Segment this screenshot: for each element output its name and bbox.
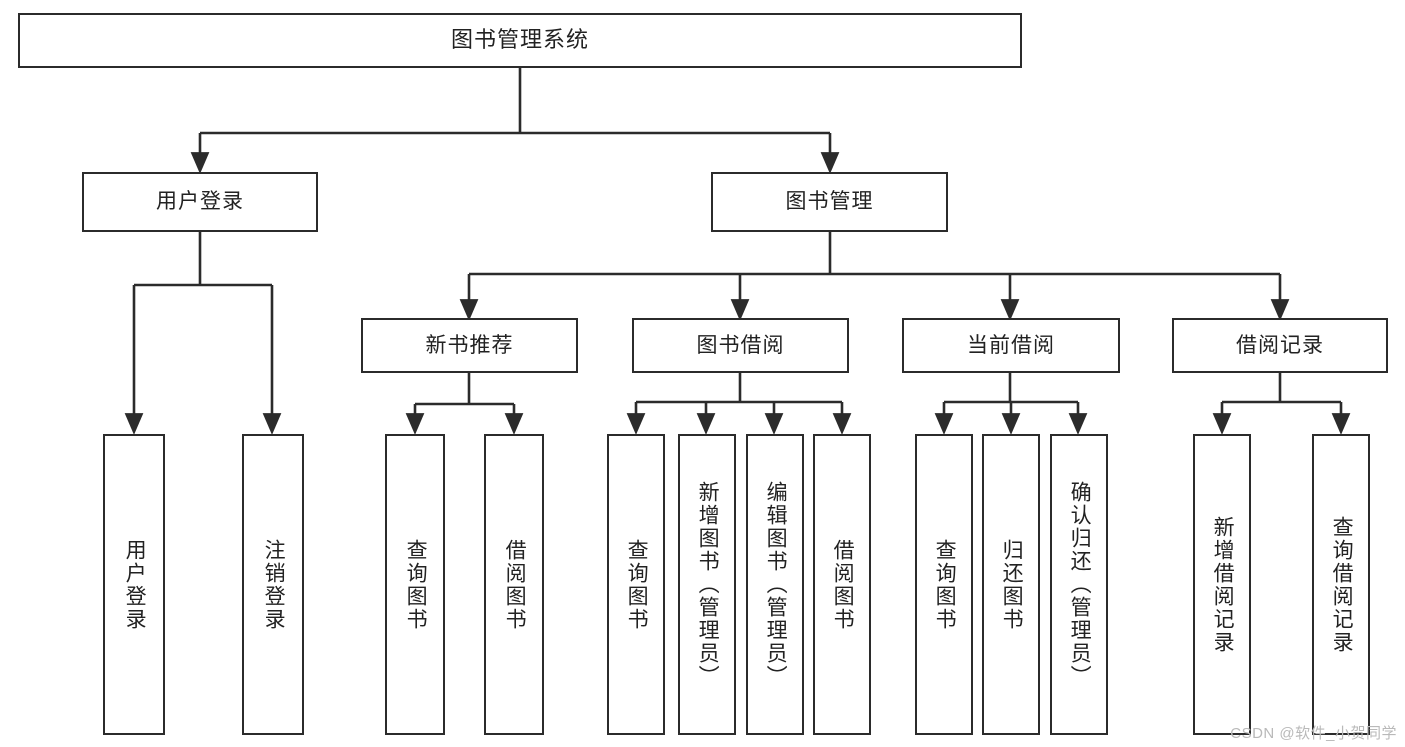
node-label: 新增借阅记录: [1211, 515, 1235, 654]
node-label: 借阅图书: [831, 538, 855, 631]
node-label: 借阅记录: [1236, 333, 1324, 357]
node-label: 查询图书: [404, 538, 428, 631]
node-new-book-recommend[interactable]: 新书推荐: [361, 318, 578, 373]
node-label: 确认归还（管理员）: [1068, 481, 1092, 688]
node-leaf-query-book-recommend[interactable]: 查询图书: [385, 434, 445, 735]
node-leaf-edit-book-admin[interactable]: 编辑图书（管理员）: [746, 434, 804, 735]
node-label: 用户登录: [123, 538, 147, 631]
node-label: 图书管理系统: [450, 27, 589, 53]
node-leaf-query-book-borrow[interactable]: 查询图书: [607, 434, 665, 735]
node-label: 新书推荐: [425, 333, 514, 357]
node-current-borrow[interactable]: 当前借阅: [902, 318, 1120, 373]
node-leaf-add-book-admin[interactable]: 新增图书（管理员）: [678, 434, 736, 735]
node-book-borrow[interactable]: 图书借阅: [632, 318, 849, 373]
node-label: 归还图书: [1000, 538, 1024, 631]
node-label: 注销登录: [262, 538, 286, 631]
node-leaf-user-logout[interactable]: 注销登录: [242, 434, 304, 735]
node-leaf-borrow-book[interactable]: 借阅图书: [813, 434, 871, 735]
node-label: 查询图书: [933, 538, 957, 631]
node-leaf-borrow-book-recommend[interactable]: 借阅图书: [484, 434, 544, 735]
node-label: 当前借阅: [967, 333, 1055, 357]
node-leaf-add-borrow-record[interactable]: 新增借阅记录: [1193, 434, 1251, 735]
node-label: 图书借阅: [696, 333, 785, 357]
node-user-login[interactable]: 用户登录: [82, 172, 318, 232]
node-leaf-return-book[interactable]: 归还图书: [982, 434, 1040, 735]
node-label: 用户登录: [156, 190, 244, 214]
node-book-management[interactable]: 图书管理: [711, 172, 948, 232]
node-label: 查询图书: [625, 538, 649, 631]
node-label: 新增图书（管理员）: [696, 481, 720, 688]
csdn-watermark: CSDN @软件_小贺同学: [1230, 725, 1397, 742]
node-label: 图书管理: [785, 190, 874, 214]
node-label: 编辑图书（管理员）: [764, 481, 788, 688]
node-leaf-confirm-return-admin[interactable]: 确认归还（管理员）: [1050, 434, 1108, 735]
node-leaf-query-book-current[interactable]: 查询图书: [915, 434, 973, 735]
node-root-book-management-system[interactable]: 图书管理系统: [18, 13, 1022, 68]
node-leaf-user-login[interactable]: 用户登录: [103, 434, 165, 735]
node-leaf-query-borrow-record[interactable]: 查询借阅记录: [1312, 434, 1370, 735]
node-label: 借阅图书: [503, 538, 527, 631]
node-borrow-record[interactable]: 借阅记录: [1172, 318, 1388, 373]
node-label: 查询借阅记录: [1330, 515, 1354, 654]
